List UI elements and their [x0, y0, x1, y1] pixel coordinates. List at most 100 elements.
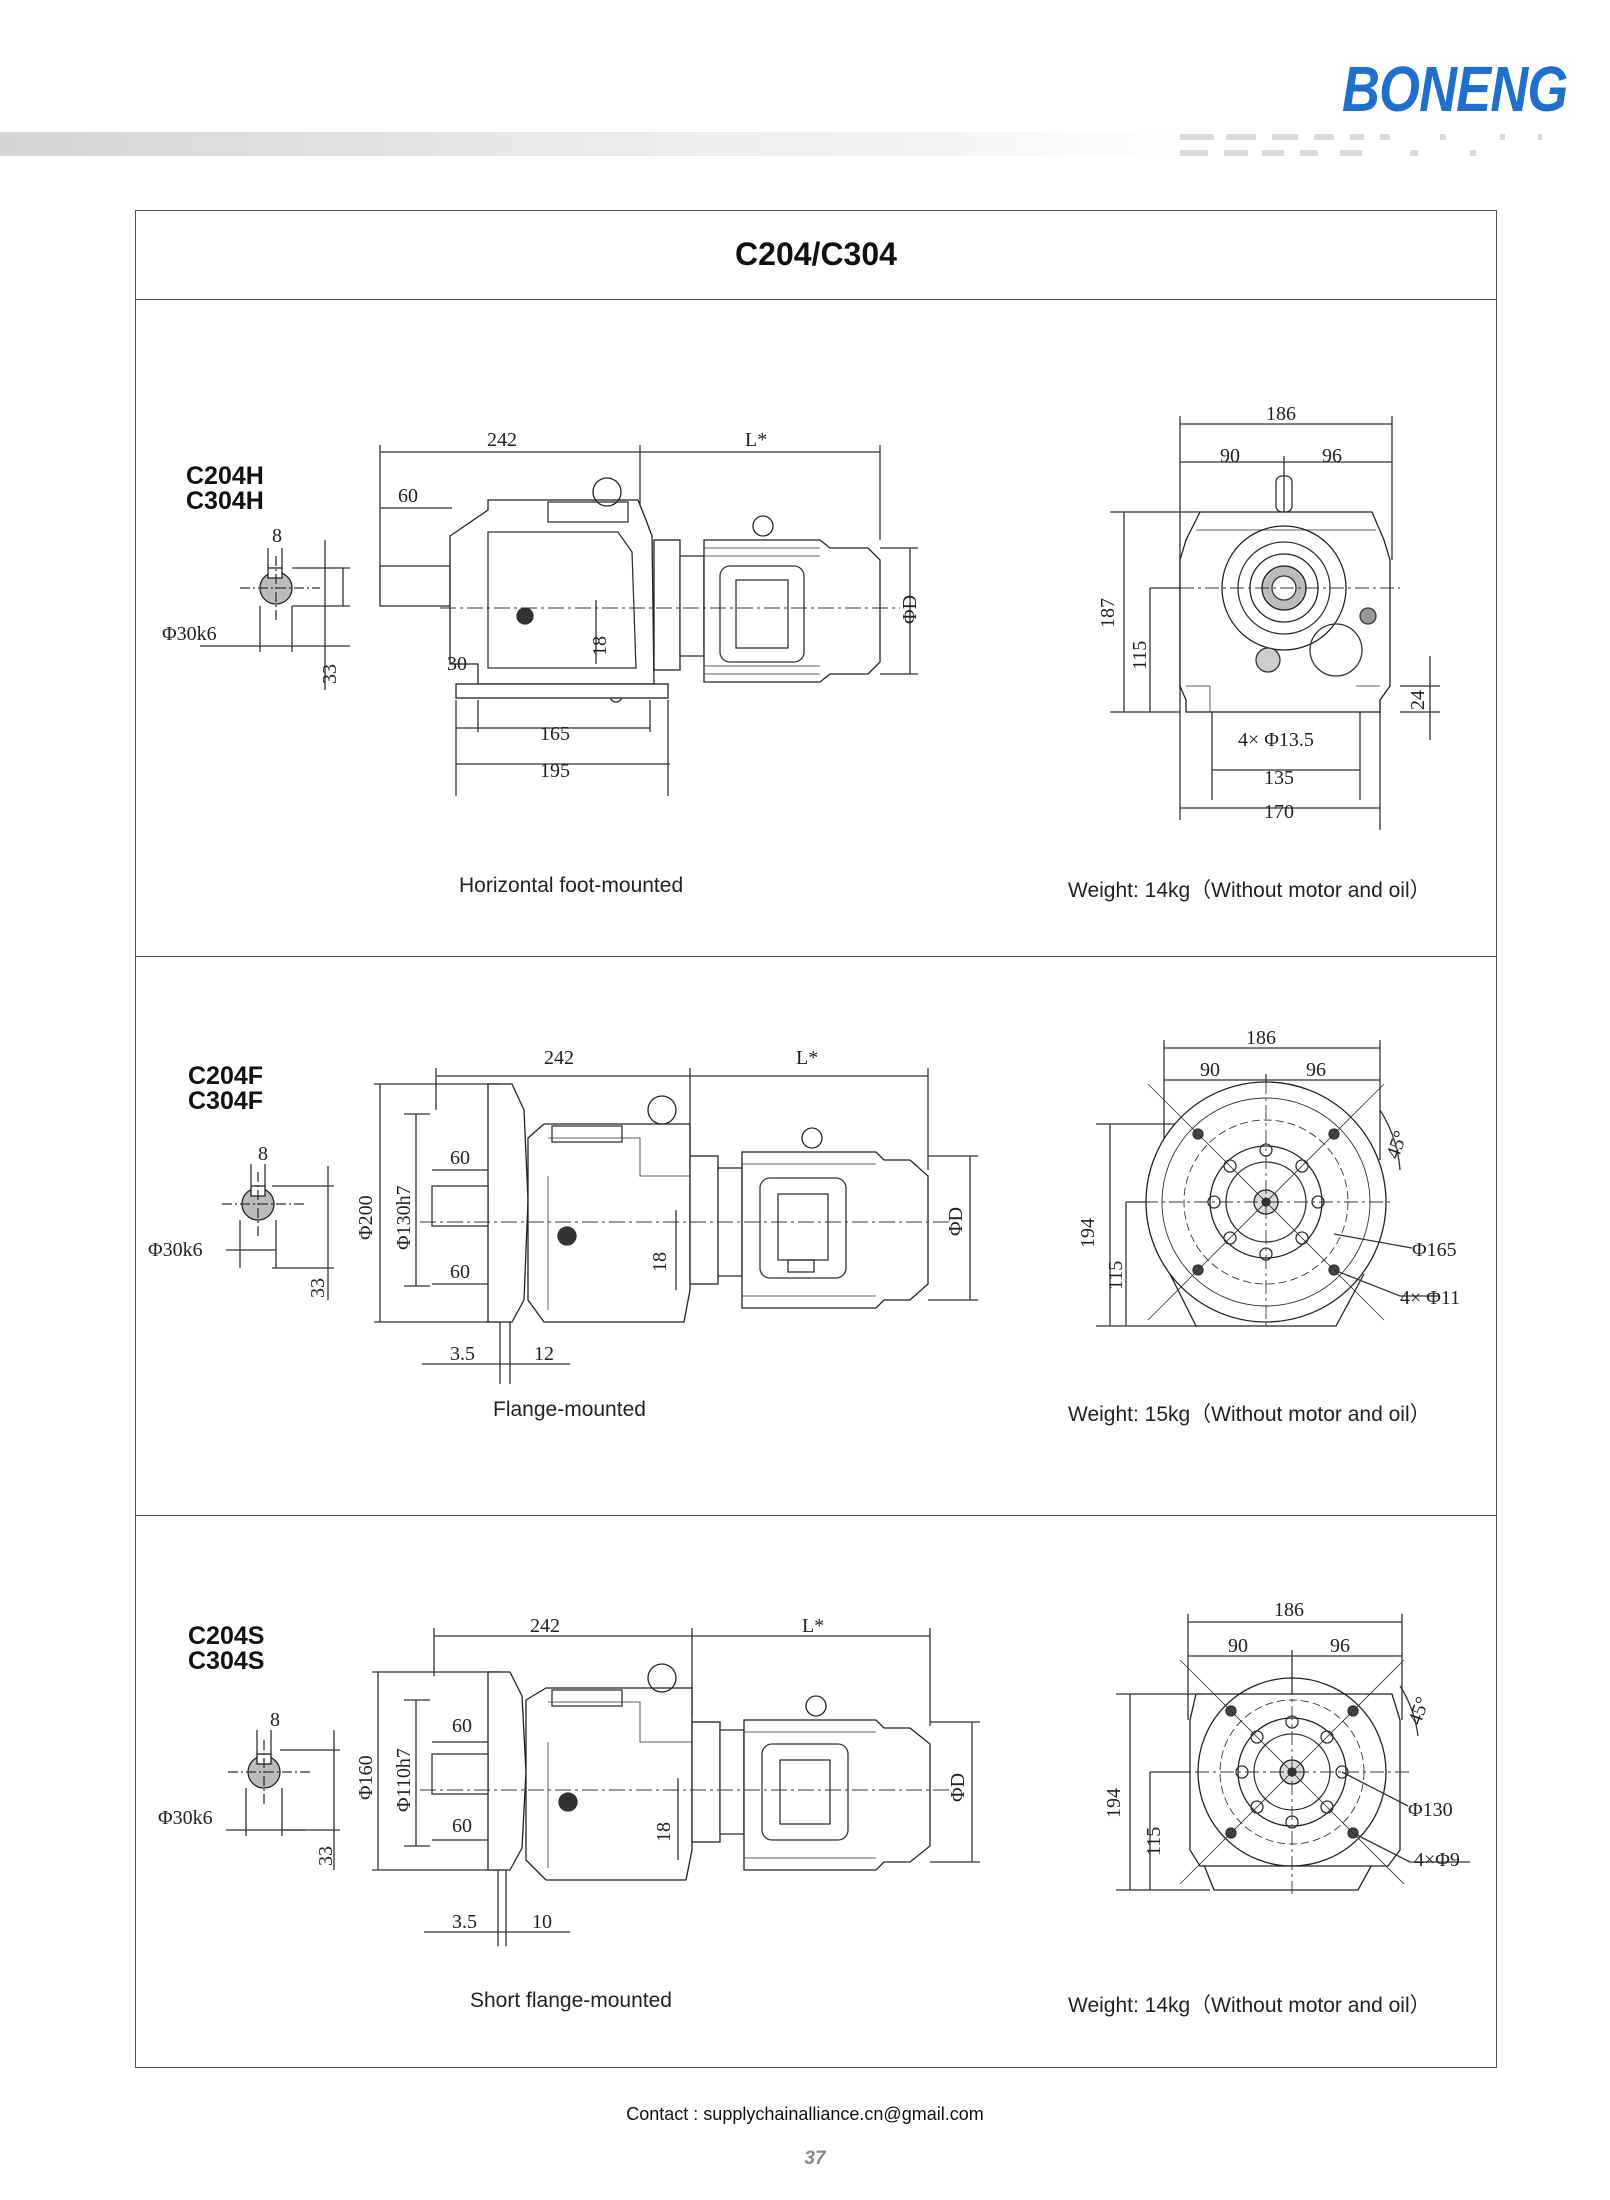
dim-axis-height: 115: [1105, 1261, 1127, 1290]
dim-motor-diameter: ΦD: [947, 1773, 969, 1802]
dim-motor-diameter: ΦD: [945, 1207, 967, 1236]
dim-end-left: 90: [1228, 1635, 1248, 1657]
footer-contact: Contact : supplychainalliance.cn@gmail.c…: [626, 2104, 984, 2124]
dim-spigot-depth: 3.5: [452, 1911, 477, 1933]
dim-motor-length: L*: [802, 1615, 824, 1637]
dim-key-height: 33: [315, 1846, 337, 1866]
page-number: 37: [804, 2148, 826, 2169]
header-gradient-bar: [0, 132, 1180, 156]
header-dash: [1470, 150, 1476, 156]
dim-mounting-holes: 4× Φ11: [1400, 1287, 1460, 1309]
dim-key-width: 8: [272, 525, 282, 547]
dim-pcd: Φ130: [1408, 1799, 1453, 1821]
header-dash: [1300, 150, 1318, 156]
brand-logo: BONENG: [1342, 53, 1568, 125]
dim-shaft-length-lower: 60: [450, 1261, 470, 1283]
dim-angle: 45°: [1382, 1128, 1412, 1162]
dim-end-right: 96: [1322, 445, 1342, 467]
header-dash: [1410, 150, 1418, 156]
dim-spigot-depth: 3.5: [450, 1343, 475, 1365]
dim-spigot: Φ130h7: [393, 1185, 415, 1250]
header-dash: [1224, 150, 1248, 156]
dim-shaft-length: 60: [398, 485, 418, 507]
header-dash: [1380, 134, 1390, 140]
model-label: C304S: [188, 1647, 265, 1675]
dim-end-right: 96: [1330, 1635, 1350, 1657]
dim-height: 194: [1077, 1218, 1099, 1248]
model-label: C204S: [188, 1622, 265, 1650]
shaft-section-drawing: [222, 1164, 334, 1300]
dim-inner: 18: [653, 1822, 675, 1842]
dim-motor-length: L*: [745, 429, 767, 451]
side-view-drawing: [374, 1068, 978, 1384]
dim-height: 187: [1097, 598, 1119, 628]
mounting-caption: Horizontal foot-mounted: [459, 874, 684, 897]
dim-end-width: 186: [1274, 1599, 1304, 1621]
dim-angle: 45°: [1404, 1694, 1434, 1728]
dim-shaft-length: 60: [450, 1147, 470, 1169]
end-view-drawing: [1116, 1614, 1470, 1894]
header-dash: [1180, 134, 1214, 140]
dim-flange-thickness: 10: [532, 1911, 552, 1933]
shaft-section-drawing: [226, 1730, 340, 1870]
dim-motor-diameter: ΦD: [899, 595, 921, 624]
dim-height: 194: [1103, 1788, 1125, 1818]
dim-overall: 242: [530, 1615, 560, 1637]
header-dash: [1180, 150, 1208, 156]
dim-axis-height: 115: [1143, 1827, 1165, 1856]
shaft-section-drawing: [200, 540, 350, 690]
dim-foot-inset: 30: [447, 653, 467, 675]
model-label: C204H: [186, 462, 264, 490]
dim-overall: 242: [487, 429, 517, 451]
dim-shaft-diameter: Φ30k6: [148, 1239, 203, 1261]
dim-mounting-holes: 4× Φ13.5: [1238, 729, 1314, 751]
dim-spigot: Φ110h7: [393, 1748, 415, 1812]
dim-shaft-diameter: Φ30k6: [162, 623, 217, 645]
section-divider: [135, 1515, 1497, 1516]
spec-table-frame: [135, 210, 1497, 2068]
end-view-drawing: [1110, 416, 1440, 830]
dim-foot-b: 195: [540, 760, 570, 782]
header-dash: [1440, 134, 1446, 140]
dim-foot-thickness: 24: [1407, 690, 1429, 710]
end-view-drawing: [1096, 1040, 1440, 1330]
dim-end-right: 96: [1306, 1059, 1326, 1081]
model-label: C304F: [188, 1087, 264, 1115]
dim-end-width: 186: [1246, 1027, 1276, 1049]
mounting-caption: Flange-mounted: [493, 1398, 646, 1421]
dim-overall: 242: [544, 1047, 574, 1069]
weight-caption: Weight: 14kg（Without motor and oil）: [1068, 1994, 1431, 2017]
dim-shaft-length: 60: [452, 1715, 472, 1737]
header-dash: [1262, 150, 1284, 156]
dim-end-width: 186: [1266, 403, 1296, 425]
dim-foot-a: 165: [540, 723, 570, 745]
dim-inner: 18: [589, 636, 611, 656]
dim-key-width: 8: [270, 1709, 280, 1731]
page-title: C204/C304: [735, 236, 897, 272]
dim-flange-diameter: Φ160: [355, 1755, 377, 1800]
dim-shaft-diameter: Φ30k6: [158, 1807, 213, 1829]
dim-key-width: 8: [258, 1143, 268, 1165]
header-dash: [1350, 134, 1364, 140]
dim-flange-thickness: 12: [534, 1343, 554, 1365]
side-view-drawing: [372, 1628, 980, 1946]
dim-inner: 18: [649, 1252, 671, 1272]
header-dash: [1340, 150, 1362, 156]
section-divider: [135, 299, 1497, 300]
dim-axis-height: 115: [1129, 641, 1151, 670]
dim-key-height: 33: [307, 1278, 329, 1298]
weight-caption: Weight: 15kg（Without motor and oil）: [1068, 1403, 1431, 1426]
header-dash: [1538, 134, 1542, 140]
weight-caption: Weight: 14kg（Without motor and oil）: [1068, 879, 1431, 902]
dim-foot-d: 170: [1264, 801, 1294, 823]
section-divider: [135, 956, 1497, 957]
side-view-drawing: [379, 445, 918, 796]
header-dash: [1500, 134, 1505, 140]
dim-end-left: 90: [1200, 1059, 1220, 1081]
dim-end-left: 90: [1220, 445, 1240, 467]
dim-key-height: 33: [319, 664, 341, 684]
dim-foot-c: 135: [1264, 767, 1294, 789]
model-label: C204F: [188, 1062, 264, 1090]
model-label: C304H: [186, 487, 264, 515]
